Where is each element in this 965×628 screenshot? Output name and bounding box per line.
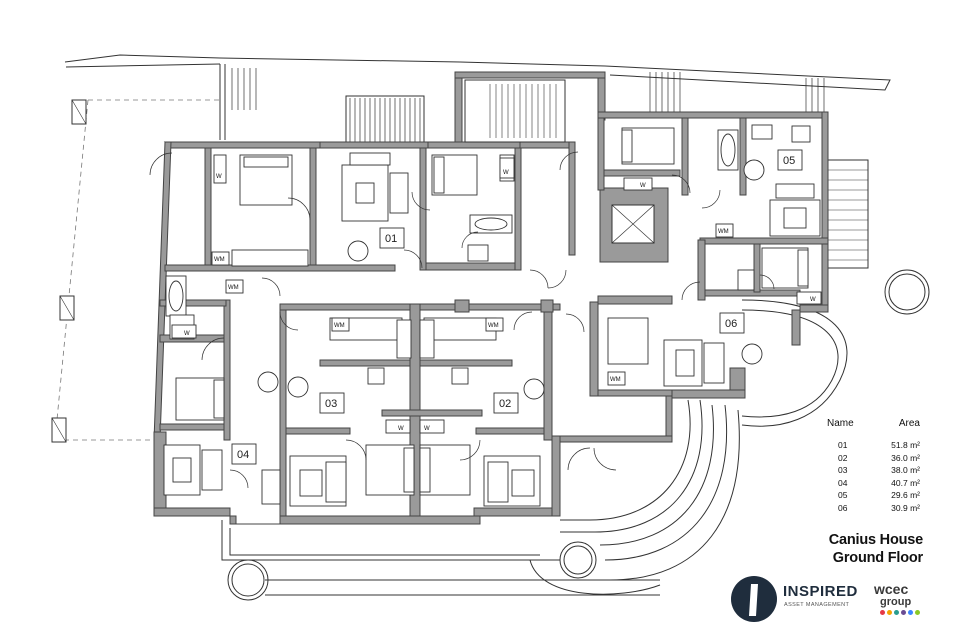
wcec-dot [894, 610, 899, 615]
wm-label: WM [718, 229, 729, 235]
wcec-dot [887, 610, 892, 615]
area-row-name: 02 [838, 452, 848, 463]
area-row: 05 29.6 m² [812, 489, 932, 502]
area-row: 06 30.9 m² [812, 502, 932, 515]
wm-label: WM [610, 377, 621, 383]
wm-label: WM [228, 285, 239, 291]
col-name-header: Name [827, 418, 854, 429]
inspired-logo-icon [731, 576, 777, 622]
area-row-name: 03 [838, 465, 848, 475]
w-label: W [216, 174, 222, 180]
wcec-dot [915, 610, 920, 615]
w-label: W [184, 331, 190, 337]
wcec-dot [880, 610, 885, 615]
area-row: 04 40.7 m² [812, 477, 932, 490]
wm-label: WM [334, 323, 345, 329]
wcec-dots-icon [874, 610, 934, 615]
w-label: W [424, 426, 430, 432]
plan-title: Canius House Ground Floor [808, 531, 923, 567]
area-table: Name Area 01 51.8 m² 02 36.0 m² 03 38.0 … [812, 418, 932, 514]
wcec-dot [908, 610, 913, 615]
col-area-header: Area [898, 418, 920, 429]
w-label: W [640, 183, 646, 189]
unit-label-04: 04 [237, 449, 249, 461]
area-row-value: 51.8 m² [891, 440, 920, 450]
unit-label-05: 05 [783, 155, 795, 167]
area-row-value: 30.9 m² [891, 502, 920, 513]
furniture [163, 124, 821, 507]
wcec-logo: wcec group [874, 582, 934, 622]
area-table-header: Name Area [812, 418, 932, 429]
inspired-name: INSPIRED [783, 583, 858, 600]
wm-label: WM [488, 323, 499, 329]
area-row-value: 36.0 m² [891, 452, 920, 463]
wcec-group: group [880, 596, 912, 608]
door-swings [149, 151, 775, 489]
unit-label-01: 01 [385, 233, 397, 245]
site-context [51, 54, 930, 601]
wm-label: WM [214, 257, 225, 263]
unit-label-02: 02 [499, 398, 511, 410]
w-label: W [503, 170, 509, 176]
w-label: W [398, 426, 404, 432]
w-label: W [810, 297, 816, 303]
unit-label-06: 06 [725, 318, 737, 330]
area-row-name: 06 [838, 502, 848, 513]
fixture-labels: WM WM WM WM WM WM W W W W W W W [171, 154, 822, 434]
area-row-name: 04 [838, 477, 848, 488]
wcec-name: wcec [874, 581, 909, 597]
building-walls [153, 71, 829, 525]
area-row: 03 38.0 m² [812, 464, 932, 477]
plan-title-line1: Canius House [828, 532, 923, 548]
inspired-logo: INSPIRED ASSET MANAGEMENT [731, 576, 866, 622]
stairwell [464, 79, 655, 244]
area-row-name: 05 [838, 490, 848, 500]
unit-labels: 01 02 03 04 05 06 [231, 149, 803, 465]
area-row-value: 29.6 m² [891, 490, 920, 500]
area-row-name: 01 [838, 440, 848, 450]
area-row-value: 38.0 m² [891, 465, 920, 475]
wcec-dot [901, 610, 906, 615]
plan-title-line2: Ground Floor [832, 550, 923, 566]
area-row: 01 51.8 m² [812, 439, 932, 452]
unit-label-03: 03 [325, 398, 337, 410]
area-row-value: 40.7 m² [891, 477, 920, 488]
inspired-tagline: ASSET MANAGEMENT [784, 602, 850, 608]
area-row: 02 36.0 m² [812, 452, 932, 465]
